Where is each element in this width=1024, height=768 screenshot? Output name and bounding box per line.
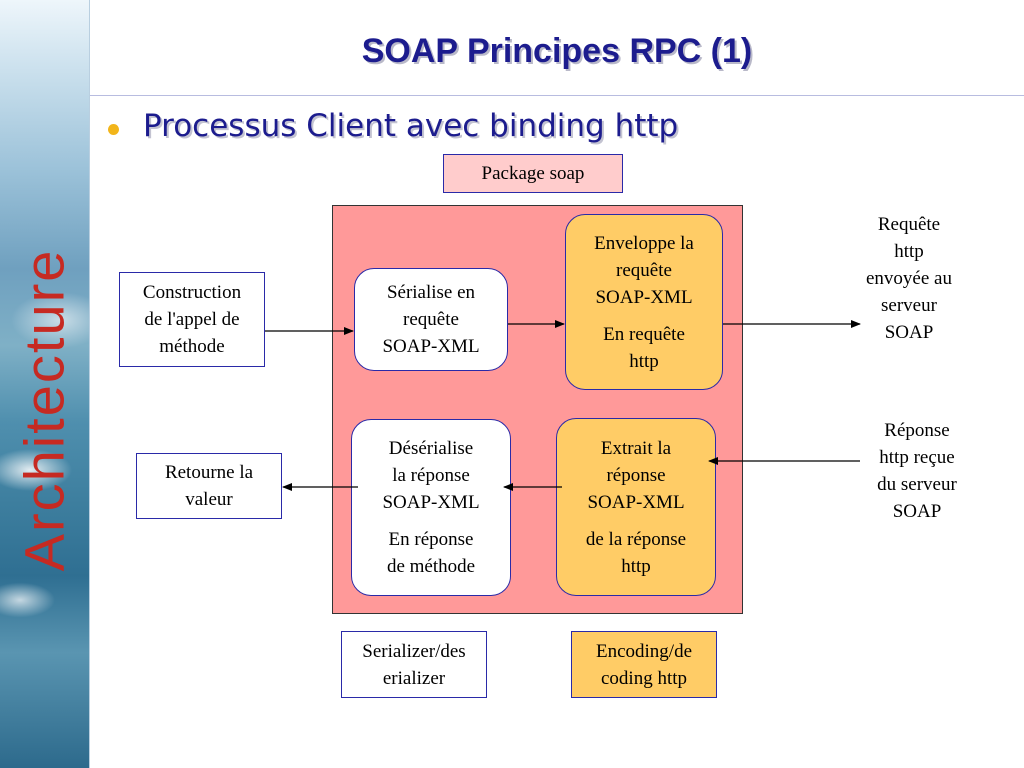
- enveloppe-sub-line-1: En requête: [603, 323, 685, 345]
- extrait-sub-line-1: de la réponse: [585, 528, 687, 550]
- retourne-box: Retourne la valeur: [136, 453, 282, 519]
- enveloppe-line-3: SOAP-XML: [595, 286, 693, 308]
- enveloppe-line-1: Enveloppe la: [594, 232, 694, 254]
- bullet-text: Processus Client avec binding http: [143, 108, 679, 144]
- package-soap-box: Package soap: [443, 154, 623, 193]
- construction-line-2: de l'appel de: [144, 309, 240, 330]
- encoding-line-1: Encoding/de: [595, 640, 693, 662]
- enveloppe-sub-line-2: http: [629, 350, 659, 372]
- requete-line-1: Requête: [877, 214, 941, 235]
- enveloppe-box: Enveloppe la requête SOAP-XML En requête…: [565, 214, 723, 390]
- bullet-icon: [108, 124, 119, 135]
- serialise-line-1: Sérialise en: [386, 282, 476, 303]
- requete-line-3: envoyée au: [866, 268, 952, 289]
- construction-line-3: méthode: [159, 336, 225, 357]
- package-soap-label: Package soap: [481, 163, 585, 184]
- requete-line-4: serveur: [881, 295, 937, 316]
- deserialise-line-3: SOAP-XML: [382, 492, 480, 513]
- enveloppe-line-2: requête: [616, 259, 672, 281]
- sidebar-title: Architecture: [12, 248, 76, 572]
- encoding-line-2: coding http: [600, 667, 688, 689]
- construction-box: Construction de l'appel de méthode: [119, 272, 265, 367]
- requete-line-5: SOAP: [884, 322, 934, 343]
- extrait-line-3: SOAP-XML: [587, 491, 685, 513]
- serializer-line-1: Serializer/des: [362, 640, 466, 662]
- serialise-line-3: SOAP-XML: [382, 336, 480, 357]
- sidebar-wave-image: Architecture: [0, 0, 90, 768]
- extrait-box: Extrait la réponse SOAP-XML de la répons…: [556, 418, 716, 596]
- serialise-box: Sérialise en requête SOAP-XML: [354, 268, 508, 371]
- reponse-line-1: Réponse: [884, 420, 950, 441]
- requete-http-label: Requête http envoyée au serveur SOAP: [850, 211, 968, 346]
- extrait-line-1: Extrait la: [600, 437, 672, 459]
- extrait-line-2: réponse: [606, 464, 666, 486]
- requete-line-2: http: [894, 241, 924, 262]
- serializer-line-2: erializer: [382, 667, 446, 689]
- serialise-line-2: requête: [403, 309, 459, 330]
- serializer-legend-box: Serializer/des erializer: [341, 631, 487, 698]
- retourne-line-2: valeur: [185, 489, 233, 510]
- title-divider: [90, 95, 1024, 96]
- construction-line-1: Construction: [142, 282, 242, 303]
- retourne-line-1: Retourne la: [164, 462, 254, 483]
- slide-title: SOAP Principes RPC (1): [361, 32, 753, 70]
- extrait-sub-line-2: http: [621, 555, 651, 577]
- deserialise-line-1: Désérialise: [388, 438, 474, 459]
- encoding-legend-box: Encoding/de coding http: [571, 631, 717, 698]
- reponse-http-label: Réponse http reçue du serveur SOAP: [860, 417, 974, 525]
- deserialise-line-2: la réponse: [392, 465, 470, 486]
- deserialise-sub-line-1: En réponse: [388, 529, 474, 550]
- reponse-line-4: SOAP: [892, 501, 942, 522]
- deserialise-sub-line-2: de méthode: [386, 556, 476, 577]
- deserialise-box: Désérialise la réponse SOAP-XML En répon…: [351, 419, 511, 596]
- reponse-line-2: http reçue: [879, 447, 955, 468]
- reponse-line-3: du serveur: [877, 474, 957, 495]
